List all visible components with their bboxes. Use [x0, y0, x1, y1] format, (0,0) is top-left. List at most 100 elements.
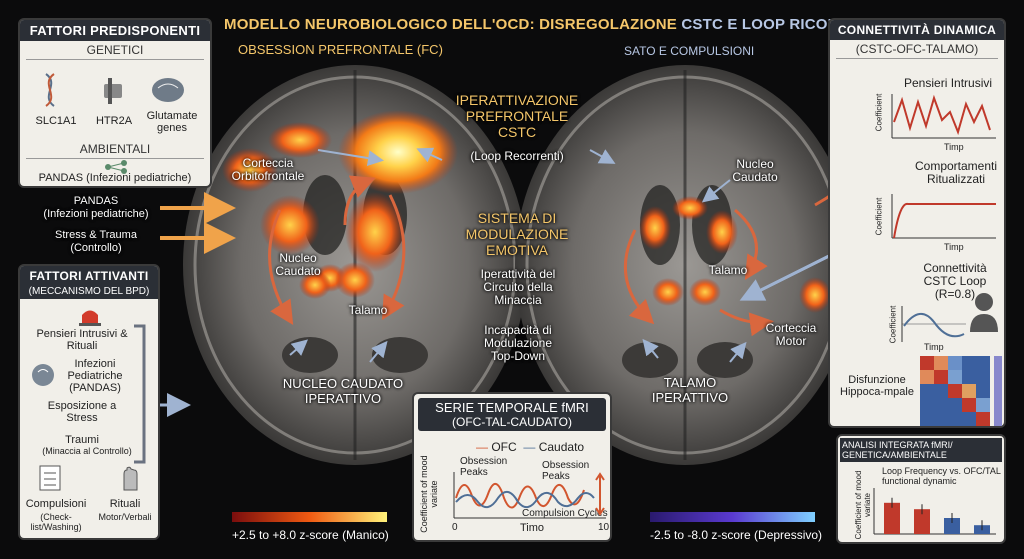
analisi-bar-chart: [873, 488, 996, 535]
label-right-talamo: Talamo: [708, 263, 748, 277]
fattori-predisponenti-title: FATTORI PREDISPONENTI: [20, 20, 210, 41]
label-incapacita-modulazione: Incapacità di Modulazione Top-Down: [483, 323, 553, 363]
serie-title-box: SERIE TEMPORALE fMRI (OFC-TAL-CAUDATO): [418, 398, 606, 431]
analisi-bar: [884, 502, 900, 534]
traumi-note: (Minaccia al Controllo): [42, 446, 132, 456]
alarm-icon: [79, 310, 101, 326]
label-corteccia-motor: Corteccia Motor: [765, 321, 817, 348]
compulsioni-note: (Check-list/Washing): [30, 512, 82, 532]
p3-plot: [901, 306, 966, 342]
cool-scale-bar: [650, 512, 815, 522]
legend-ofc: OFC: [491, 440, 517, 454]
gene-htr2a: HTR2A: [95, 115, 133, 127]
p3-axis-y: Coefficient: [888, 305, 898, 344]
p1-plot: [891, 94, 996, 139]
title-left: MODELLO NEUROBIOLOGICO DELL'OCD: DISREGO…: [224, 16, 677, 33]
compulsioni-label: Compulsioni: [25, 498, 87, 510]
label-talamo-iperattivo: TALAMO IPERATTIVO: [651, 375, 729, 405]
label-iperattivazione: IPERATTIVAZIONE PREFRONTALE CSTC: [455, 92, 579, 140]
analisi-title: ANALISI INTEGRATA fMRI/ GENETICA/AMBIENT…: [840, 438, 1002, 462]
label-iperattivita-minaccia: Iperattività del Circuito della Minaccia: [480, 267, 556, 307]
dna-icon: [45, 73, 55, 107]
input-pandas-l2: (Infezioni pediatriche): [43, 208, 149, 220]
p1-title: Pensieri Intrusivi: [904, 76, 993, 90]
ann-obs1: Obsession Peaks: [460, 456, 508, 478]
serie-xlabel: Timo: [520, 522, 545, 534]
analisi-bar: [944, 518, 960, 534]
serie-subtitle: (OFC-TAL-CAUDATO): [452, 415, 572, 429]
p1-axis-x: Timp: [944, 142, 964, 152]
label-left-nucleo-caudato: Nucleo Caudato: [275, 251, 321, 278]
head-icon: [32, 364, 54, 386]
serie-plot: [453, 472, 606, 519]
person-icon: [970, 293, 998, 332]
gene-icons: [45, 73, 184, 107]
p3-title: Connettività CSTC Loop (R=0.8): [923, 261, 987, 301]
p2-title: Comportamenti Ritualizzati: [914, 159, 998, 186]
analisi-bar: [914, 509, 930, 534]
serie-title: SERIE TEMPORALE fMRI: [435, 400, 589, 415]
subtitle-right: SATO E COMPULSIONI: [624, 44, 755, 58]
p3-axis-x: Timp: [924, 342, 944, 352]
checklist-icon: [39, 465, 61, 491]
attivante-item-2: Infezioni Pediatriche (PANDAS): [67, 358, 123, 394]
p1-axis-y: Coefficient: [874, 93, 884, 132]
receptor-icon: [104, 78, 122, 104]
brain-icon: [152, 78, 184, 102]
genetici-heading: GENETICI: [26, 41, 204, 60]
subtitle-left: OBSESSION PREFRONTALE (FC): [238, 42, 443, 57]
label-corteccia-orbitofrontale: Corteccia Orbitofrontale: [231, 156, 305, 183]
ann-obs2: Obsession Peaks: [542, 460, 590, 482]
analisi-panel: ANALISI INTEGRATA fMRI/ GENETICA/AMBIENT…: [836, 434, 1006, 544]
fattori-attivanti-title: FATTORI ATTIVANTI: [20, 266, 158, 286]
fattori-predisponenti-panel: FATTORI PREDISPONENTI GENETICI SLC1A1 HT…: [18, 18, 212, 188]
p2-axis-y: Coefficient: [874, 197, 884, 236]
connettivita-subtitle: (CSTC-OFC-TALAMO): [836, 40, 998, 59]
legend-caudato: Caudato: [538, 440, 585, 454]
warm-scale-bar: [232, 512, 387, 522]
input-stress-l2: (Controllo): [70, 242, 122, 254]
scale-right-label: -2.5 to -8.0 z-score (Depressivo): [650, 528, 823, 542]
ambientali-heading: AMBIENTALI: [26, 140, 204, 159]
left-brain-scan: [183, 65, 527, 465]
p2-plot: [891, 194, 996, 239]
input-pandas-l1: PANDAS: [73, 195, 119, 207]
rituali-note: Motor/Verbali: [98, 512, 152, 522]
scale-left-label: +2.5 to +8.0 z-score (Manico): [232, 528, 389, 542]
analisi-legend: Loop Frequency vs. OFC/TAL functional dy…: [882, 466, 1001, 486]
label-loop-recorrenti: (Loop Recorrenti): [470, 149, 564, 163]
label-left-talamo: Talamo: [348, 303, 388, 317]
disfunzione-label: Disfunzione Hippoca-mpale: [840, 374, 914, 398]
input-stress-l1: Stress & Trauma: [55, 229, 137, 241]
attivante-item-3: Esposizione a Stress: [47, 400, 117, 424]
gene-slc1a1: SLC1A1: [35, 115, 77, 127]
gene-glutamate: Glutamate genes: [146, 110, 198, 134]
label-right-nucleo-caudato: Nucleo Caudato: [732, 157, 778, 184]
series-caudato-line: [455, 491, 595, 509]
attivante-item-4: Traumi: [65, 434, 99, 446]
p2-axis-x: Timp: [944, 242, 964, 252]
network-icon: [105, 160, 127, 174]
serie-x10: 10: [598, 522, 610, 533]
serie-x0: 0: [452, 522, 458, 533]
serie-legend: — OFC — Caudato: [476, 440, 585, 454]
ann-comp: Compulsion Cycles: [522, 508, 608, 519]
connectivity-heatmap: [920, 356, 1002, 426]
rituali-label: Rituali: [109, 498, 141, 510]
attivante-item-1: Pensieri Intrusivi & Rituali: [36, 328, 128, 352]
label-sistema-modulazione: SISTEMA DI MODULAZIONE EMOTIVA: [465, 210, 569, 258]
fattori-attivanti-subtitle: (MECCANISMO DEL BPD): [20, 286, 158, 299]
connettivita-panel: CONNETTIVITÀ DINAMICA (CSTC-OFC-TALAMO) …: [828, 18, 1006, 428]
series-ofc-line: [455, 483, 585, 509]
serie-temporale-panel: SERIE TEMPORALE fMRI (OFC-TAL-CAUDATO) C…: [412, 392, 612, 542]
input-stress: Stress & Trauma (Controllo): [30, 229, 162, 255]
bracket-line: [134, 324, 146, 464]
hand-icon: [123, 466, 138, 491]
label-nucleo-caudato-iperattivo: NUCLEO CAUDATO IPERATTIVO: [282, 376, 404, 406]
connettivita-title: CONNETTIVITÀ DINAMICA: [830, 20, 1004, 40]
range-arrow: [595, 472, 605, 516]
input-pandas: PANDAS (Infezioni pediatriche): [30, 195, 162, 221]
serie-ylabel: Coefficient of mood variate: [419, 455, 439, 533]
fattori-attivanti-panel: FATTORI ATTIVANTI (MECCANISMO DEL BPD) P…: [18, 264, 160, 540]
ambientali-item: PANDAS (Infezioni pediatriche): [38, 172, 192, 184]
